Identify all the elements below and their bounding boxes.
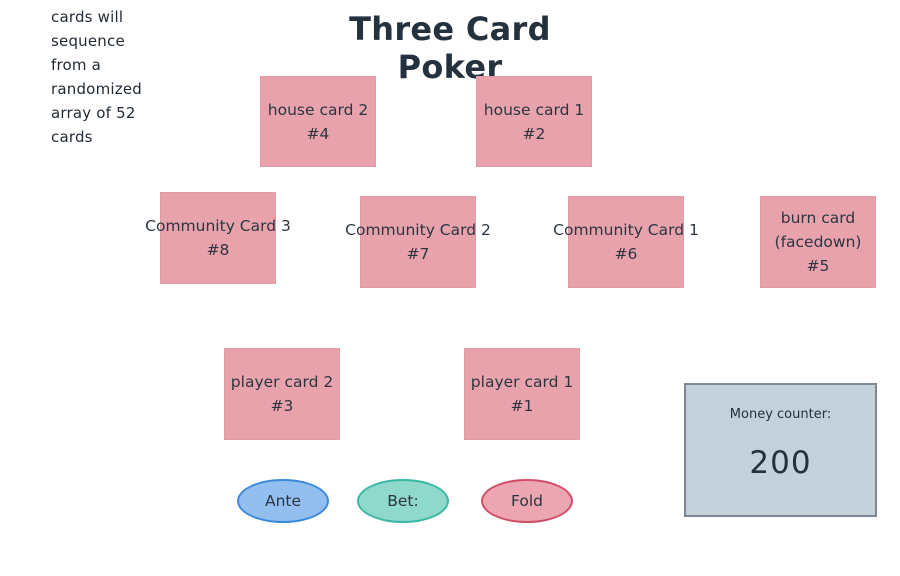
ante-button[interactable]: Ante xyxy=(237,479,329,523)
card-label: Community Card 3 xyxy=(145,217,291,235)
card-number: #3 xyxy=(270,397,294,415)
note-line: cards will xyxy=(51,8,124,26)
card-label: burn card xyxy=(780,209,856,227)
house-card-2[interactable]: house card 2 #4 xyxy=(260,76,376,167)
note-line: cards xyxy=(51,128,93,146)
fold-button[interactable]: Fold xyxy=(481,479,573,523)
card-number: #4 xyxy=(306,124,330,143)
player-card-1[interactable]: player card 1 #1 xyxy=(464,348,580,440)
card-label: house card 1 xyxy=(483,100,585,119)
card-number: #6 xyxy=(614,245,638,263)
card-number: #7 xyxy=(406,245,430,263)
card-number: #1 xyxy=(510,397,534,415)
money-counter-value: 200 xyxy=(749,445,812,481)
card-label: player card 1 xyxy=(470,373,574,391)
money-counter-label: Money counter: xyxy=(729,407,832,422)
player-card-2[interactable]: player card 2 #3 xyxy=(224,348,340,440)
note-line: array of 52 xyxy=(51,104,136,122)
money-counter-panel: Money counter: 200 xyxy=(684,383,877,517)
card-label: Community Card 1 xyxy=(553,221,699,239)
sequence-note: cards will sequence from a randomized ar… xyxy=(51,5,161,149)
burn-card[interactable]: burn card (facedown) #5 xyxy=(760,196,876,288)
community-card-1[interactable]: Community Card 1 #6 xyxy=(553,196,699,288)
note-line: randomized xyxy=(51,80,142,98)
community-card-3[interactable]: Community Card 3 #8 xyxy=(145,192,291,284)
page-title: Three Card Poker xyxy=(349,10,551,86)
card-number: #8 xyxy=(206,241,230,259)
community-card-2[interactable]: Community Card 2 #7 xyxy=(345,196,491,288)
bet-button[interactable]: Bet: xyxy=(357,479,449,523)
card-label: player card 2 xyxy=(230,373,334,391)
card-number: #2 xyxy=(522,124,546,143)
note-line: from a xyxy=(51,56,102,74)
note-line: sequence xyxy=(51,32,125,50)
card-sublabel: (facedown) xyxy=(774,233,862,251)
card-label: Community Card 2 xyxy=(345,221,491,239)
card-number: #5 xyxy=(806,257,830,275)
card-label: house card 2 xyxy=(267,100,369,119)
house-card-1[interactable]: house card 1 #2 xyxy=(476,76,592,167)
